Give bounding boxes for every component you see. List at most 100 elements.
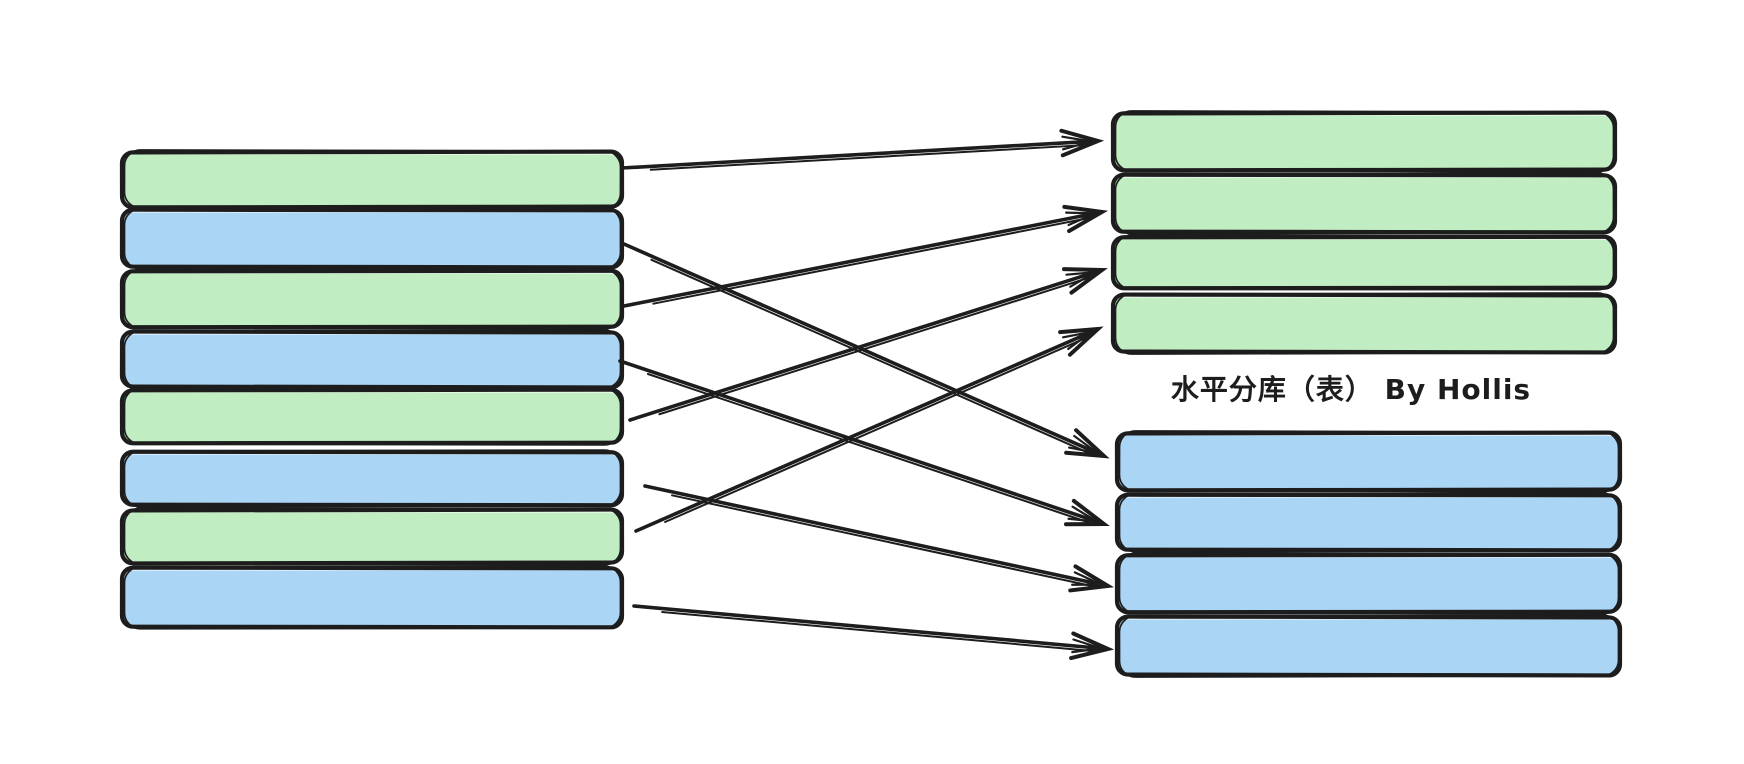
arrow-src-7-to-green-4 <box>634 326 1104 533</box>
source-table-row-3 <box>119 268 625 330</box>
source-table-row-8 <box>119 565 625 630</box>
row-outline-sketch <box>123 449 622 508</box>
arrow-src-3-to-green-2 <box>622 204 1109 308</box>
arrow-shaft <box>643 484 1106 587</box>
row-outline <box>1110 292 1618 355</box>
arrow-head <box>1062 267 1108 295</box>
blue-shard-table-row-1 <box>1114 430 1623 493</box>
row-outline <box>1114 430 1623 493</box>
arrow-src-8-to-blue-4 <box>632 604 1115 661</box>
source-table-row-7 <box>119 507 625 566</box>
arrow-src-1-to-green-1 <box>620 128 1105 171</box>
row-outline-sketch <box>123 507 622 566</box>
row-outline-sketch <box>1114 292 1615 355</box>
blue-shard-table-row-4 <box>1114 614 1623 678</box>
arrow-shaft-sketch <box>646 373 1091 524</box>
row-outline-sketch <box>1118 614 1620 678</box>
row-fill <box>120 454 623 506</box>
arrow-shaft <box>632 604 1106 651</box>
row-fill <box>120 392 623 444</box>
arrow-head <box>1062 204 1109 234</box>
table-rows-layer <box>119 110 1623 678</box>
row-outline-sketch <box>1118 552 1620 615</box>
blue-shard-table-row-3 <box>1114 552 1623 615</box>
arrow-head <box>1069 631 1115 661</box>
arrow-head <box>1064 498 1110 527</box>
row-outline <box>1110 234 1618 291</box>
arrow-shaft-sketch <box>652 217 1090 305</box>
row-outline <box>1114 614 1623 678</box>
arrow-src-4-to-blue-2 <box>618 359 1110 527</box>
row-fill <box>1115 497 1621 551</box>
green-shard-table-row-3 <box>1110 234 1618 291</box>
row-outline-sketch <box>1114 110 1615 173</box>
row-fill <box>1115 557 1621 613</box>
row-outline-sketch <box>1118 492 1620 553</box>
arrow-head <box>1059 128 1105 158</box>
arrow-shaft-sketch <box>664 336 1088 523</box>
row-fill <box>1111 177 1616 233</box>
arrow-head-sketch <box>1068 434 1099 455</box>
row-outline-sketch <box>1118 430 1620 493</box>
arrow-shaft <box>618 359 1103 525</box>
row-outline <box>1110 110 1618 173</box>
row-fill <box>1111 239 1616 289</box>
arrow-head-sketch <box>1061 135 1092 151</box>
arrow-head <box>1064 428 1110 459</box>
arrow-head <box>1068 564 1115 593</box>
arrow-shaft-sketch <box>658 276 1091 416</box>
arrow-shaft-sketch <box>650 258 1091 455</box>
arrow-head-sketch <box>1071 571 1102 586</box>
row-outline-sketch <box>123 387 622 446</box>
arrow-shaft-sketch <box>661 610 1095 653</box>
source-table-row-6 <box>119 449 625 508</box>
row-outline-sketch <box>123 565 622 630</box>
arrow-head-sketch <box>1067 505 1098 523</box>
arrow-shaft <box>628 269 1100 422</box>
row-outline <box>119 268 625 330</box>
row-fill <box>1115 619 1621 676</box>
green-shard-table-row-4 <box>1110 292 1618 355</box>
row-fill <box>1111 297 1616 353</box>
row-fill <box>120 512 623 564</box>
row-fill <box>1115 435 1621 491</box>
arrow-src-6-to-blue-3 <box>643 484 1115 593</box>
arrow-shaft <box>634 328 1097 533</box>
arrow-src-5-to-green-3 <box>628 267 1108 422</box>
source-table-row-4 <box>119 329 625 390</box>
row-fill <box>120 212 623 268</box>
row-fill <box>120 570 623 628</box>
row-fill <box>120 273 623 328</box>
row-outline <box>119 387 625 446</box>
row-outline <box>1110 172 1618 235</box>
row-fill <box>120 154 623 208</box>
source-table-row-1 <box>119 149 625 210</box>
blue-shard-table-row-2 <box>1114 492 1623 553</box>
arrow-shaft <box>620 139 1096 170</box>
row-outline-sketch <box>123 207 622 270</box>
row-outline-sketch <box>1114 234 1615 291</box>
row-outline <box>119 149 625 210</box>
row-fill <box>1111 115 1616 171</box>
green-shard-table-row-1 <box>1110 110 1618 173</box>
green-shard-table-row-2 <box>1110 172 1618 235</box>
arrow-head-sketch <box>1065 211 1096 227</box>
arrow-head-sketch <box>1071 638 1102 654</box>
row-fill <box>120 334 623 388</box>
row-outline <box>119 507 625 566</box>
row-outline-sketch <box>1114 172 1615 235</box>
arrow-shaft-sketch <box>649 144 1086 171</box>
arrows-layer <box>618 128 1115 661</box>
row-outline-sketch <box>123 268 622 330</box>
arrow-shaft <box>622 210 1100 308</box>
row-outline <box>1114 552 1623 615</box>
arrow-shaft-sketch <box>671 494 1095 588</box>
source-table-row-5 <box>119 387 625 446</box>
source-table-row-2 <box>119 207 625 270</box>
arrow-head <box>1058 326 1104 357</box>
row-outline <box>119 449 625 508</box>
row-outline <box>1114 492 1623 553</box>
row-outline <box>119 565 625 630</box>
diagram-title: 水平分库（表） By Hollis <box>1171 373 1531 406</box>
